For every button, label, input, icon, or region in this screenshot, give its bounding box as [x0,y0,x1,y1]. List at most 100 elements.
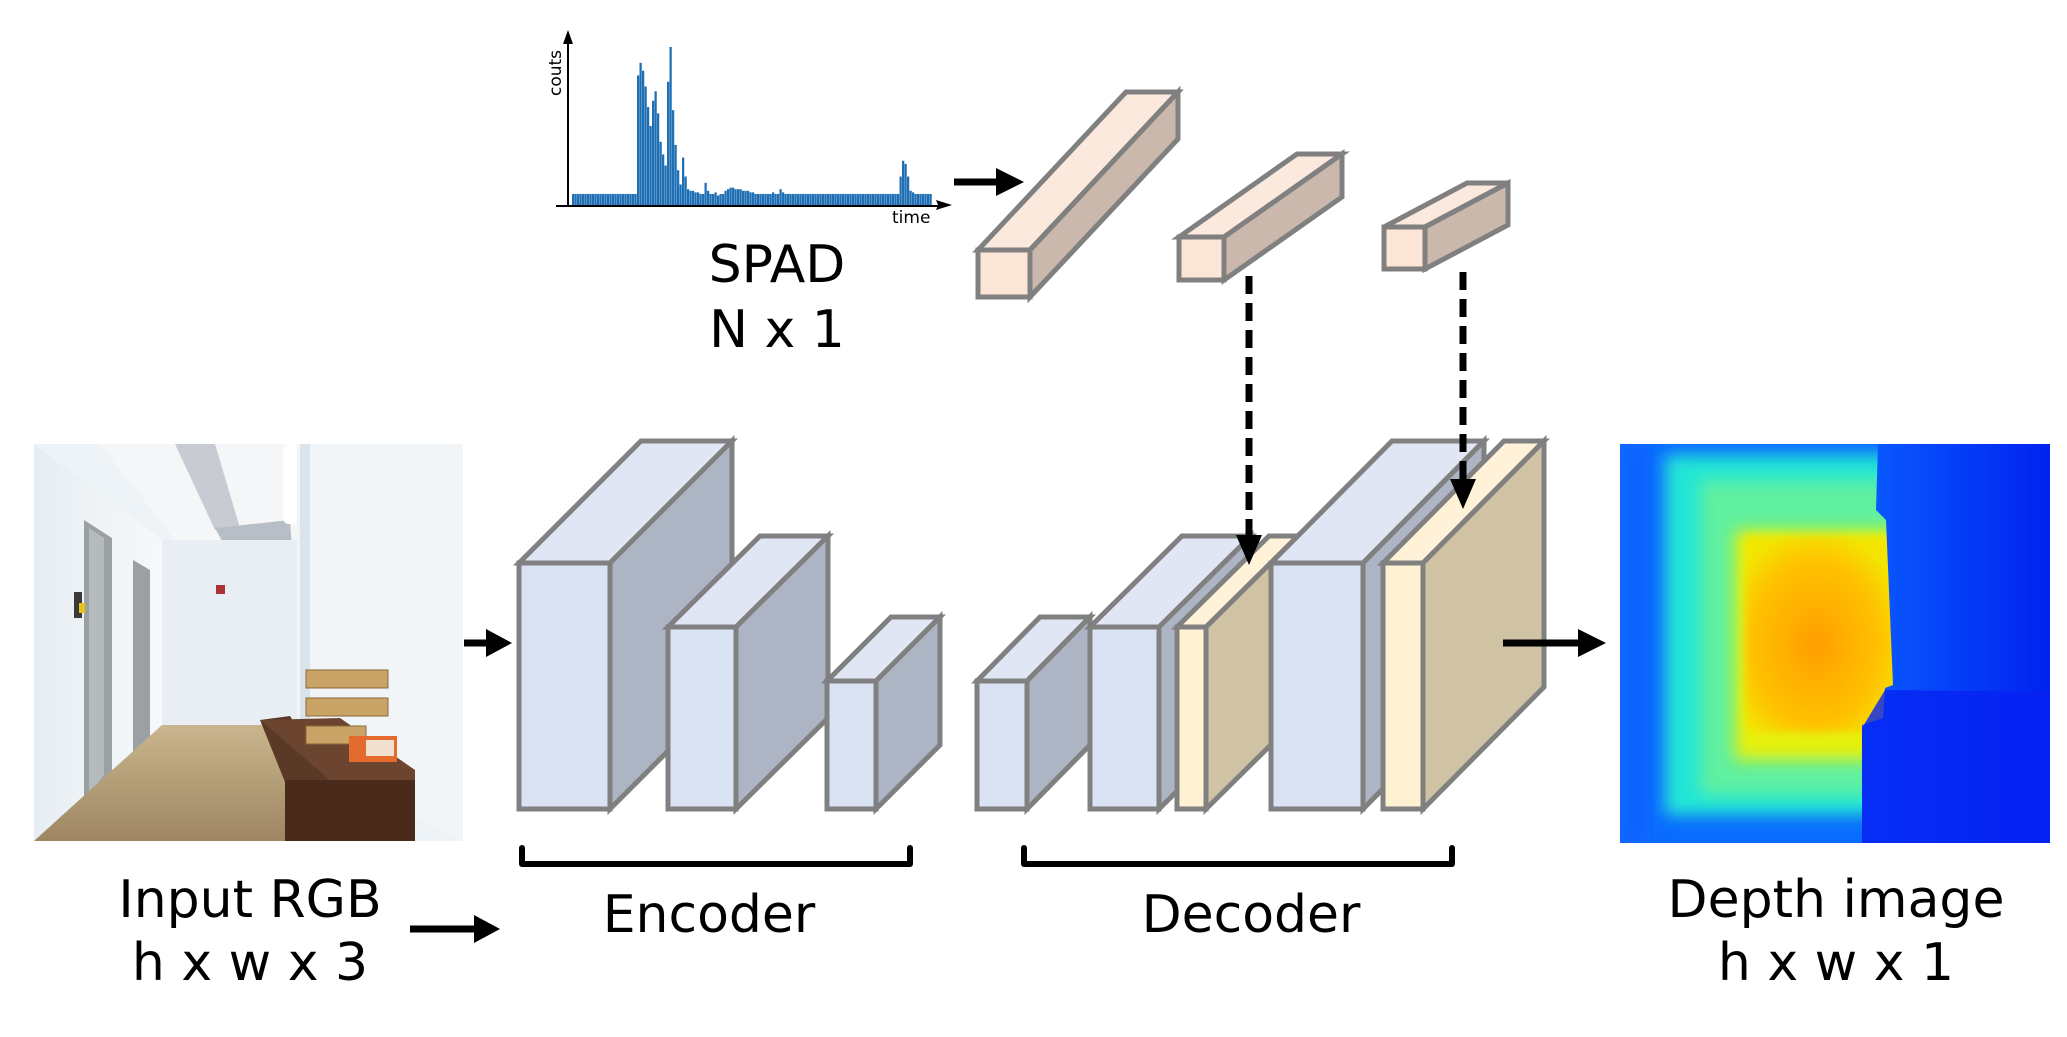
legend-flow-arrow [410,915,500,943]
histogram-bar [799,193,802,205]
histogram-bar [914,193,917,205]
histogram-bar [807,193,810,205]
block-front-face [824,678,879,812]
histogram-bar [699,193,702,205]
histogram-bar [862,193,865,205]
histogram-bar [784,193,787,205]
histogram-bar [644,86,647,205]
spad-feature-1 [972,85,1184,304]
histogram-bar [817,193,820,205]
histogram-bar [594,193,597,205]
histogram-bar [582,193,585,205]
histogram-bar [629,193,632,205]
encoder-label: Encoder [603,885,816,945]
histogram-bar [842,193,845,205]
histogram-bar [809,193,812,205]
encoder-block-3 [820,610,947,816]
decoder-label: Decoder [1142,885,1361,945]
histogram-bar [849,193,852,205]
encoder-block-2 [661,530,835,815]
histogram-bar [859,193,862,205]
histogram-bar [659,141,662,205]
histogram-bar [792,193,795,205]
histogram-bar [692,190,695,205]
histogram-bar [667,81,670,205]
histogram-bar [892,193,895,205]
spad-to-feature-arrow [954,168,1024,196]
histogram-bar [872,193,875,205]
histogram-bar [907,176,910,205]
histogram-bar [902,160,905,205]
histogram-bar [917,193,920,205]
histogram-bar [599,193,602,205]
histogram-x-axis-arrowhead [936,200,952,210]
histogram-bar [614,193,617,205]
histogram-bar [572,193,575,205]
block-front-face [1174,624,1209,812]
histogram-bar [869,193,872,205]
histogram-bar [839,193,842,205]
input-title: Input RGB [118,870,381,930]
histogram-bar [609,193,612,205]
histogram-bar [737,189,740,205]
histogram-bar [707,190,710,205]
histogram-bar [874,193,877,205]
input-to-encoder-arrow [464,629,512,657]
histogram-bar [864,193,867,205]
histogram-bar [762,193,765,205]
histogram-bar [724,190,727,205]
spad-feature-3 [1381,178,1511,274]
histogram-bar [897,193,900,205]
spad-title: SPAD [709,235,846,295]
histogram-bar [664,165,667,205]
histogram-bar [704,182,707,205]
input-rgb-image [34,444,463,841]
block-front-face [516,560,613,812]
histogram-bar [679,184,682,205]
histogram-bar [642,70,645,205]
block-front-face [1268,560,1366,812]
histogram-bar [579,193,582,205]
histogram-bar [624,193,627,205]
histogram-bar [682,157,685,205]
histogram-bar [834,193,837,205]
encoder-bracket [519,845,913,867]
histogram-bar [752,192,755,205]
histogram-y-label: couts [546,50,566,96]
histogram-bar [814,193,817,205]
histogram-bar [729,187,732,205]
histogram-bar [884,193,887,205]
histogram-bar [887,193,890,205]
histogram-bar [757,193,760,205]
histogram-bar [919,193,922,205]
depth-output-image [1620,444,2050,843]
histogram-bar [687,189,690,205]
block-front-face [1176,234,1227,283]
histogram-bar [712,193,715,205]
histogram-bar [732,187,735,205]
histogram-bar [717,195,720,205]
histogram-bar [767,193,770,205]
histogram-bar [649,126,652,205]
histogram-bar [832,193,835,205]
histogram-bar [797,193,800,205]
decoder-block-1 [971,610,1096,816]
histogram-bar [672,110,675,205]
decoder-bracket [1021,845,1455,867]
spad-skip-arrow-1 [1236,276,1262,565]
block-front-face [974,678,1030,812]
decoder-to-output-arrow [1503,629,1606,657]
histogram-bar [669,47,672,205]
histogram-bar [912,192,915,205]
histogram-bar [604,193,607,205]
histogram-bar [819,193,822,205]
histogram-bar [794,193,797,205]
histogram-bar [647,107,650,205]
histogram-bar [802,193,805,205]
histogram-bar [894,193,897,205]
histogram-bar [742,190,745,205]
histogram-bar [787,193,790,205]
histogram-bar [749,192,752,205]
histogram-bar [827,193,830,205]
histogram-bar [782,192,785,205]
